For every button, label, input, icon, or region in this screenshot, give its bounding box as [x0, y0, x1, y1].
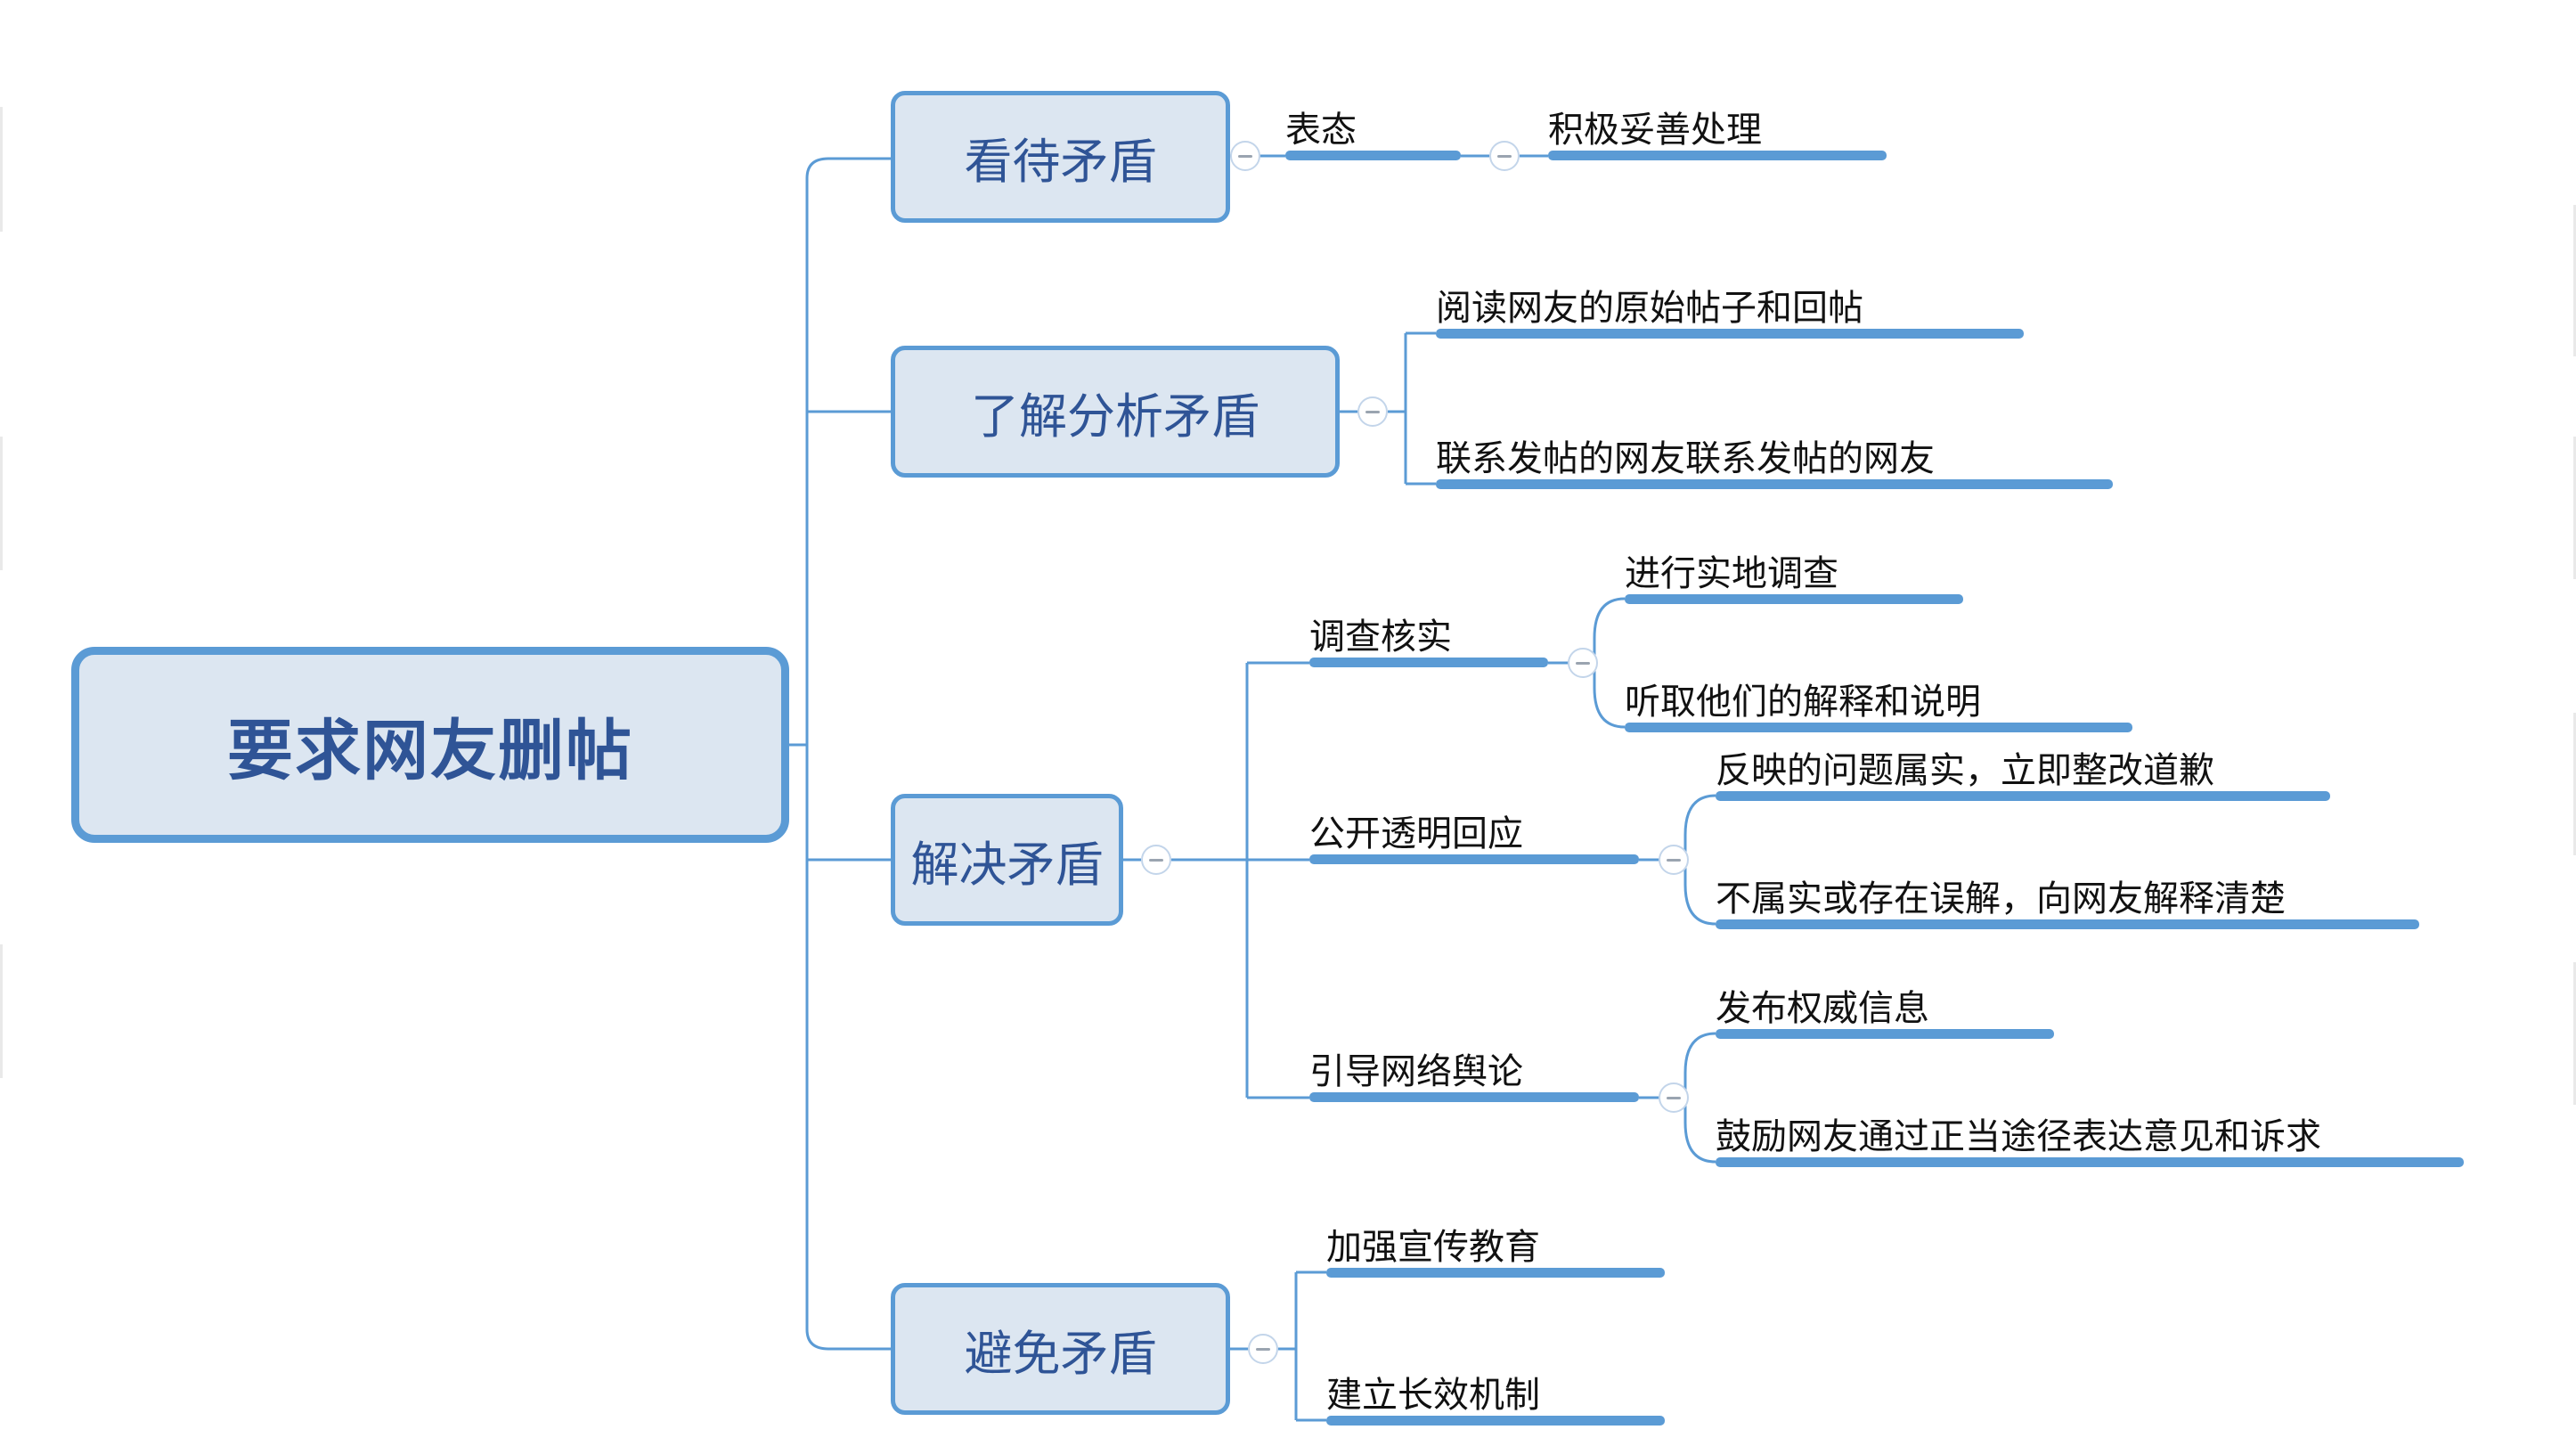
node-jiji-tuoshan-chuli[interactable]: 积极妥善处理 — [1548, 89, 1887, 160]
node-label: 反映的问题属实，立即整改道歉 — [1716, 751, 2214, 790]
node-label: 鼓励网友通过正当途径表达意见和诉求 — [1716, 1117, 2321, 1156]
wire-b3c1-bracket — [1593, 597, 1626, 729]
minus-glyph — [1149, 858, 1163, 862]
node-jiaqiang-xuanchuan-jiaoyu[interactable]: 加强宣传教育 — [1326, 1206, 1665, 1278]
minus-glyph — [1667, 858, 1681, 862]
node-label: 引导网络舆论 — [1309, 1052, 1523, 1091]
node-label: 进行实地调查 — [1625, 554, 1838, 593]
node-underline — [1716, 919, 2419, 929]
node-yuedu-yuanshi-tiezi[interactable]: 阅读网友的原始帖子和回帖 — [1436, 267, 2024, 339]
node-underline — [1326, 1416, 1665, 1426]
collapse-minus-icon-b3c1[interactable] — [1568, 648, 1598, 678]
node-underline — [1625, 594, 1963, 604]
root-node[interactable]: 要求网友删帖 — [71, 647, 789, 843]
node-fabu-quanwei-xinxi[interactable]: 发布权威信息 — [1716, 968, 2054, 1039]
trunk-elbow-b1 — [805, 157, 891, 179]
collapse-minus-icon-b3c2[interactable] — [1659, 845, 1689, 875]
node-underline — [1716, 1029, 2054, 1039]
collapse-minus-icon-b4[interactable] — [1248, 1334, 1278, 1364]
wire-b3c2-bracket — [1683, 794, 1716, 926]
node-underline — [1436, 329, 2024, 339]
node-fanying-wenti-shushi[interactable]: 反映的问题属实，立即整改道歉 — [1716, 730, 2330, 801]
node-label: 公开透明回应 — [1309, 814, 1523, 854]
node-underline — [1285, 151, 1461, 160]
node-underline — [1548, 151, 1887, 160]
wire-b3c3-bracket — [1683, 1032, 1716, 1164]
node-diaocha-heshi[interactable]: 调查核实 — [1309, 596, 1548, 667]
node-yindao-wangluo-yulun[interactable]: 引导网络舆论 — [1309, 1031, 1639, 1102]
minus-glyph — [1667, 1096, 1681, 1099]
node-jianli-changxiao-jizhi[interactable]: 建立长效机制 — [1326, 1354, 1665, 1426]
collapse-minus-icon-b3c3[interactable] — [1659, 1082, 1689, 1113]
page-edge-mark-right-2 — [2573, 437, 2576, 579]
minus-glyph — [1256, 1347, 1270, 1351]
node-underline — [1716, 791, 2330, 801]
minus-glyph — [1576, 661, 1590, 665]
node-lianxi-fatie-wangyou[interactable]: 联系发帖的网友联系发帖的网友 — [1436, 418, 2113, 489]
collapse-minus-icon-b1c1[interactable] — [1489, 141, 1520, 171]
branch-node-label: 了解分析矛盾 — [971, 389, 1259, 444]
node-underline — [1436, 479, 2113, 489]
node-label: 听取他们的解释和说明 — [1625, 682, 1981, 722]
node-bushushi-wujie[interactable]: 不属实或存在误解，向网友解释清楚 — [1716, 858, 2419, 929]
branch-node-jiejue-maodun[interactable]: 解决矛盾 — [891, 794, 1123, 926]
node-underline — [1625, 723, 2132, 732]
node-label: 联系发帖的网友联系发帖的网友 — [1436, 439, 1935, 478]
node-label: 积极妥善处理 — [1548, 110, 1762, 150]
node-underline — [1326, 1268, 1665, 1278]
root-node-label: 要求网友删帖 — [227, 713, 633, 788]
node-jinxing-shidi-diaocha[interactable]: 进行实地调查 — [1625, 533, 1963, 604]
page-edge-mark-left-1 — [0, 107, 3, 232]
collapse-minus-icon-b2[interactable] — [1357, 396, 1388, 427]
node-label: 发布权威信息 — [1716, 989, 1929, 1028]
branch-node-label: 解决矛盾 — [910, 837, 1104, 892]
node-biaotai[interactable]: 表态 — [1285, 89, 1461, 160]
page-edge-mark-right-3 — [2573, 713, 2576, 855]
page-edge-mark-left-3 — [0, 944, 3, 1078]
node-label: 不属实或存在误解，向网友解释清楚 — [1716, 879, 2286, 919]
page-edge-mark-right-4 — [2573, 962, 2576, 1105]
trunk-elbow-b4 — [805, 1328, 891, 1351]
node-underline — [1309, 854, 1639, 864]
node-underline — [1309, 658, 1548, 667]
branch-node-label: 看待矛盾 — [964, 135, 1157, 189]
page-edge-mark-right-1 — [2573, 205, 2576, 356]
node-gongkai-touming-huiying[interactable]: 公开透明回应 — [1309, 793, 1639, 864]
node-label: 加强宣传教育 — [1326, 1228, 1540, 1267]
page-edge-mark-left-2 — [0, 437, 3, 570]
branch-node-bimian-maodun[interactable]: 避免矛盾 — [891, 1283, 1230, 1415]
branch-node-liaojie-fenxi-maodun[interactable]: 了解分析矛盾 — [891, 346, 1340, 478]
node-label: 建立长效机制 — [1326, 1376, 1540, 1415]
collapse-minus-icon-b1[interactable] — [1230, 141, 1260, 171]
node-label: 调查核实 — [1309, 617, 1452, 657]
branch-node-kandai-maodun[interactable]: 看待矛盾 — [891, 91, 1230, 223]
node-tingqu-jieshi-shuoming[interactable]: 听取他们的解释和说明 — [1625, 661, 2132, 732]
node-label: 表态 — [1285, 110, 1357, 150]
branch-node-label: 避免矛盾 — [964, 1327, 1157, 1381]
node-guli-wangyou-zhengdang-tujing[interactable]: 鼓励网友通过正当途径表达意见和诉求 — [1716, 1096, 2464, 1167]
collapse-minus-icon-b3[interactable] — [1141, 845, 1171, 875]
node-label: 阅读网友的原始帖子和回帖 — [1436, 289, 1863, 328]
node-underline — [1309, 1092, 1639, 1102]
minus-glyph — [1497, 154, 1512, 158]
node-underline — [1716, 1157, 2464, 1167]
minus-glyph — [1365, 410, 1380, 413]
minus-glyph — [1238, 154, 1252, 158]
